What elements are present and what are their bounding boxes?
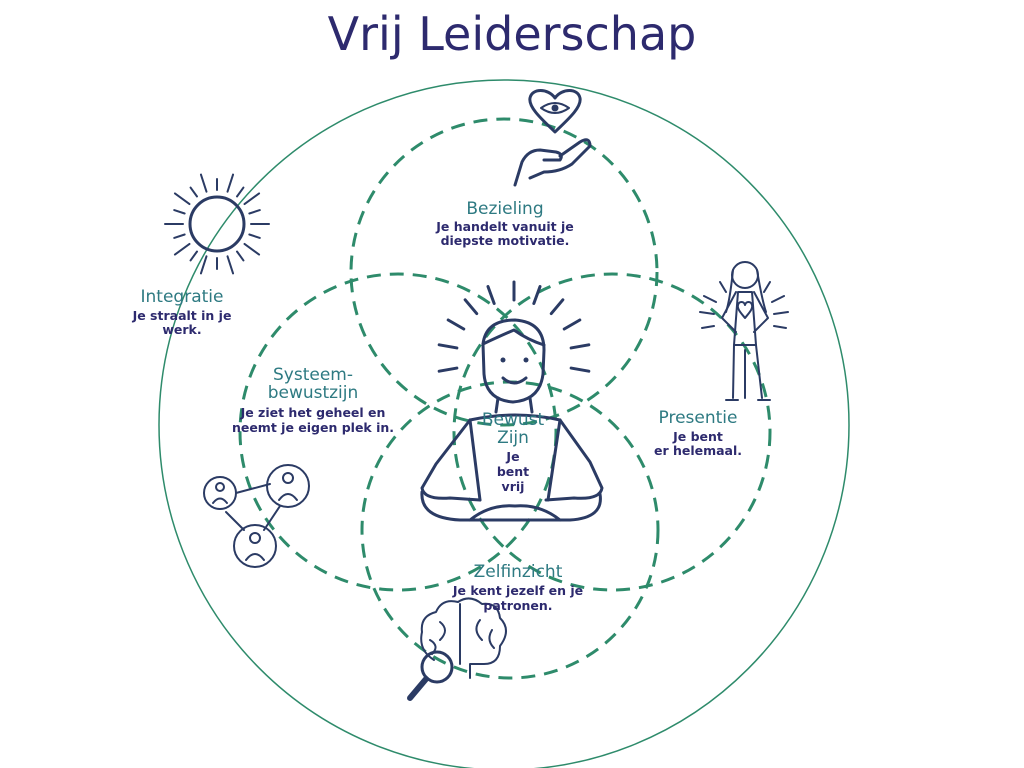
circle-presentie [452,272,772,592]
halo-ray [437,343,459,350]
description-bewust-zijn: vrij [502,479,525,494]
sun-ray [226,173,235,193]
heart-eye-hand-icon [513,89,592,187]
halo-ray [549,298,565,316]
heading-bewust-zijn: Bewust [482,410,545,430]
sun-ray [199,255,208,275]
network-people-icon [203,464,310,568]
circle-systeembewustzijn [238,272,558,592]
description-presentie: Je bent [672,429,723,444]
heading-systeembewustzijn: Systeem- [273,365,353,385]
description-zelfinzicht: Je kent jezelf en je [452,583,583,598]
outer-circle [158,79,850,768]
sun-ray [199,173,208,193]
label-systeembewustzijn: Systeem-bewustzijn Je ziet het geheel enn… [232,365,394,435]
description-zelfinzicht: patronen. [483,598,552,613]
sun-ray [248,233,261,239]
circle-bezieling [349,117,659,427]
halo-ray [569,366,591,373]
sun-ray [243,192,261,206]
description-presentie: er helemaal. [654,443,742,458]
sun-ray [173,192,191,206]
page-title: Vrij Leiderschap [328,7,697,61]
description-integratie: werk. [162,322,201,337]
sun-ray [173,242,191,256]
sun-ray [173,233,186,239]
sun-ray [173,209,186,215]
meditating-person-icon [420,280,604,522]
halo-ray [437,366,459,373]
halo-ray [569,343,591,350]
description-systeembewustzijn: Je ziet het geheel en [240,405,386,420]
halo-ray [486,285,496,305]
description-integratie: Je straalt in je [132,308,232,323]
sun-ray [189,250,199,262]
halo-ray [532,285,542,305]
venn-circles [238,117,772,680]
description-bewust-zijn: Je [505,449,519,464]
sun-ray [235,250,245,262]
description-bewust-zijn: bent [497,464,529,479]
description-bezieling: Je handelt vanuit je [435,219,574,234]
sun-ray [189,186,199,198]
heading-systeembewustzijn: bewustzijn [268,383,359,403]
halo-ray [463,298,479,316]
heading-zelfinzicht: Zelfinzicht [474,562,563,582]
sun-ray [243,242,261,256]
brain-magnifier-icon [407,597,507,701]
confident-person-icon [699,261,789,401]
halo-ray [562,318,582,331]
heading-integratie: Integratie [141,287,224,307]
heading-presentie: Presentie [659,408,738,428]
description-systeembewustzijn: neemt je eigen plek in. [232,420,394,435]
sun-icon [164,173,270,275]
sun-ray [226,255,235,275]
halo-ray [446,318,466,331]
description-bezieling: diepste motivatie. [441,233,570,248]
heading-bezieling: Bezieling [466,199,543,219]
sun-ray [248,209,261,215]
heading-bewust-zijn: Zijn [497,428,529,448]
sun-ray [235,186,245,198]
